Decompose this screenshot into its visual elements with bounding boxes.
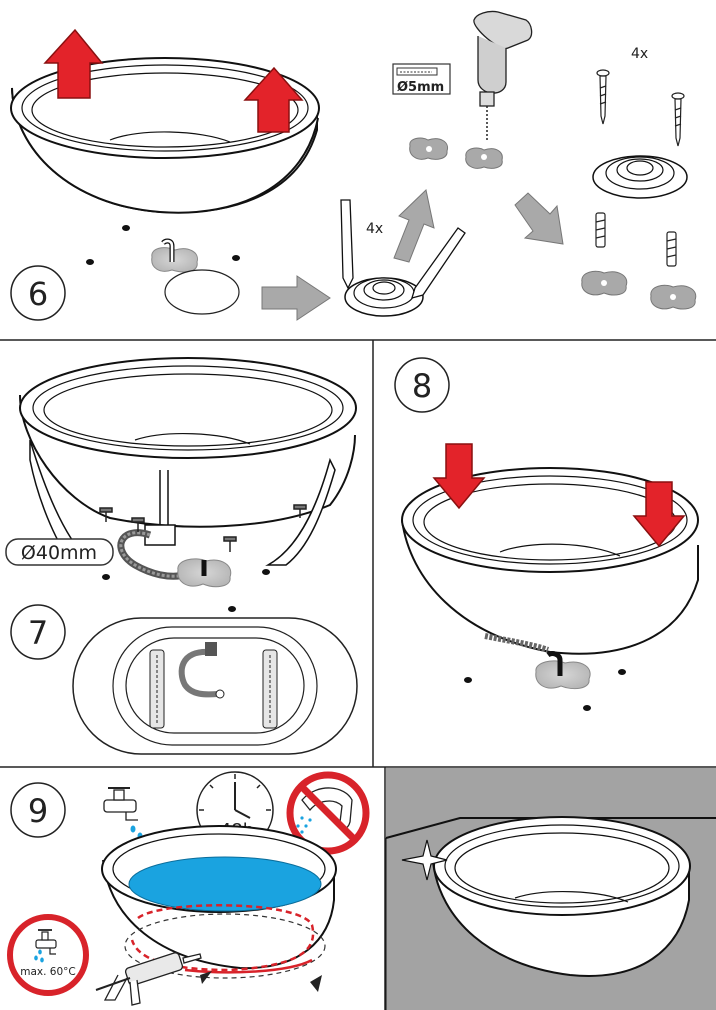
down-arrow-icon [632,481,686,548]
sealing-path [124,913,326,979]
hot-water-limit-icon: max. 60°C [7,914,89,996]
bathtub-placed [401,467,699,655]
step-number: 8 [412,367,432,405]
drill-bit-label: Ø5mm [397,80,444,95]
drain-size-box [5,538,114,566]
final-panel [385,768,716,1010]
floor-template [164,269,240,315]
max-temp-label: max. 60°C [20,966,76,978]
step-number-badge [10,265,66,321]
foot-base [592,155,688,199]
panel-dividers [0,339,716,1010]
dowel-count-label: 4x [366,221,383,237]
step-number: 9 [28,792,48,830]
step-number-badge [10,604,66,660]
tub-bottom-view [72,617,358,755]
water-surface [128,856,322,912]
direction-arrow-icon [200,971,212,984]
down-arrow-icon [432,443,486,510]
drain-hose [484,633,550,653]
step-number: 7 [28,614,48,652]
grey-arrow-icon [393,189,435,263]
sparkle-icon [401,839,448,881]
foot-base [344,277,424,317]
grey-arrow-icon [261,275,331,321]
drain-pad [535,660,591,690]
up-arrow-icon [43,28,104,99]
drain-hose [178,648,219,698]
drain-pad [151,247,198,273]
drain-size-label: Ø40mm [21,542,97,564]
step-6-panel: 6 4x Ø5mm [10,10,697,321]
step-number-badge [10,782,66,838]
foot-icon [99,504,307,552]
drill-icon [473,10,533,140]
dowel-icon [595,212,606,248]
bathtub-lifted [10,57,320,214]
step-9-panel: 9 48h [7,771,370,1006]
screw-icon [671,92,685,147]
floor-marks [464,669,626,711]
drill-bit-icon [396,67,438,76]
tap-icon [103,787,138,821]
grey-arrow-icon [514,192,564,245]
step-number: 6 [28,275,48,313]
bathtub-on-side [19,357,357,566]
step-7-panel: Ø40mm 7 [5,357,358,755]
screw-count-label: 4x [631,46,648,62]
bathtub-installed [432,816,691,977]
up-arrow-icon [243,66,304,133]
pencil-icon [340,199,466,299]
direction-arrow-icon [310,975,322,992]
floor-marks [102,569,270,612]
caulking-gun-icon [95,952,202,1006]
no-shower-icon [286,771,370,855]
step-8-panel: 8 [394,357,699,711]
dowel-icon [666,231,677,267]
step-number-badge [394,357,450,413]
screw-icon [596,69,610,125]
